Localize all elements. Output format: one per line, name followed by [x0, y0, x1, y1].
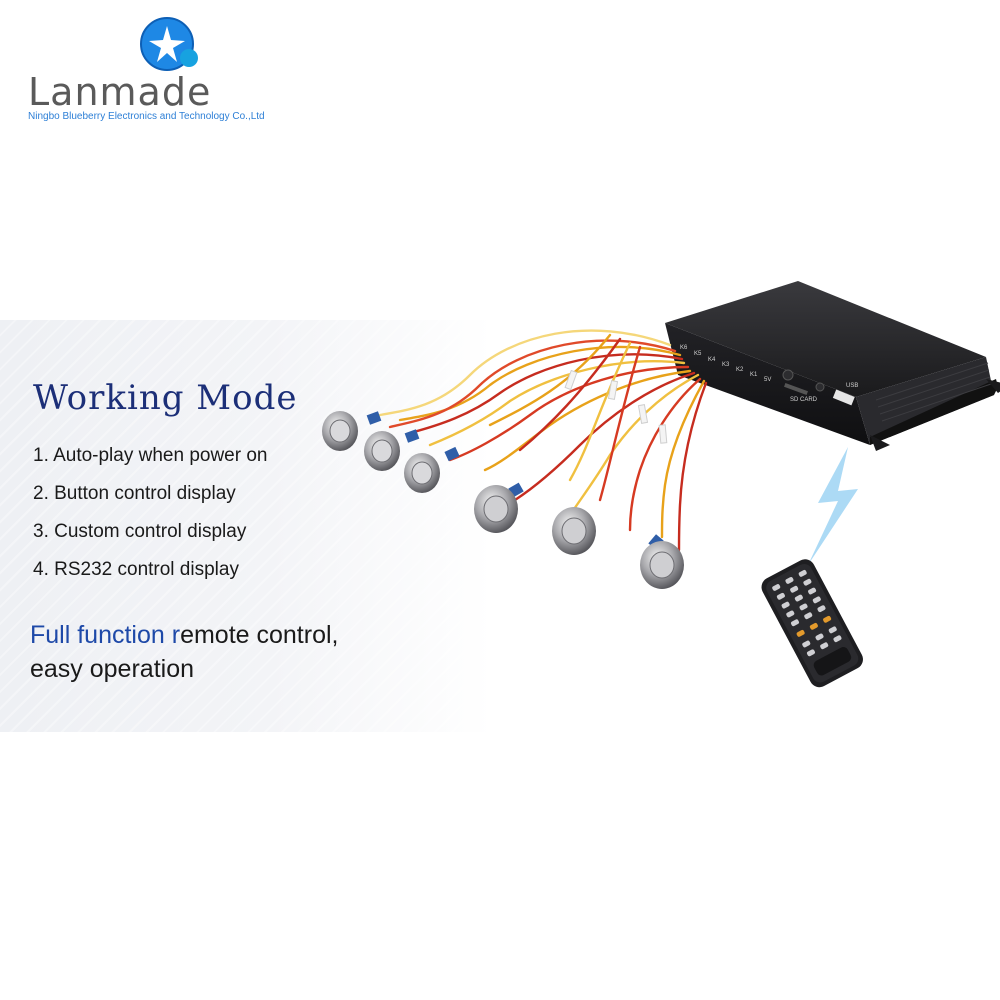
list-item: 3. Custom control display	[33, 521, 247, 542]
remote-feature-text: Full function remote control, easy opera…	[30, 618, 338, 686]
push-button-icon	[474, 485, 518, 533]
sd-card-label: SD CARD	[790, 397, 818, 403]
push-button-icon	[404, 453, 440, 493]
port-label: K2	[736, 367, 744, 373]
lightning-icon	[808, 447, 858, 565]
port-label: 5V	[764, 377, 771, 383]
working-mode-title: Working Mode	[33, 378, 298, 418]
port-label: K6	[680, 345, 688, 351]
push-button-icon	[640, 541, 684, 589]
remote-feature-accent: Full function r	[30, 621, 181, 649]
product-illustration: K6 K5 K4 K3 K2 K1 5V SD CARD USB	[322, 281, 1000, 688]
push-buttons	[322, 411, 684, 589]
remote-control-icon	[761, 559, 863, 688]
wire-harness	[378, 329, 708, 552]
info-panel	[0, 320, 492, 732]
push-button-icon	[552, 507, 596, 555]
remote-feature-line1: emote control,	[180, 621, 339, 649]
port-label: K5	[694, 351, 702, 357]
remote-feature-line2: easy operation	[30, 655, 195, 683]
media-player-box: K6 K5 K4 K3 K2 K1 5V SD CARD USB	[665, 281, 1000, 451]
cable-ties	[564, 369, 668, 444]
list-item: 1. Auto-play when power on	[33, 445, 268, 466]
star-logo-icon	[140, 17, 198, 71]
brand-subtitle: Ningbo Blueberry Electronics and Technol…	[28, 111, 265, 122]
push-button-icon	[322, 411, 358, 451]
usb-label: USB	[846, 383, 858, 389]
port-label: K1	[750, 372, 758, 378]
list-item: 2. Button control display	[33, 483, 236, 504]
push-button-icon	[364, 431, 400, 471]
brand-logo: Lanmade Ningbo Blueberry Electronics and…	[22, 10, 282, 122]
working-mode-list: 1. Auto-play when power on 2. Button con…	[33, 444, 268, 596]
brand-name: Lanmade	[28, 70, 212, 114]
port-label: K3	[722, 362, 730, 368]
port-label: K4	[708, 357, 716, 363]
list-item: 4. RS232 control display	[33, 559, 239, 580]
